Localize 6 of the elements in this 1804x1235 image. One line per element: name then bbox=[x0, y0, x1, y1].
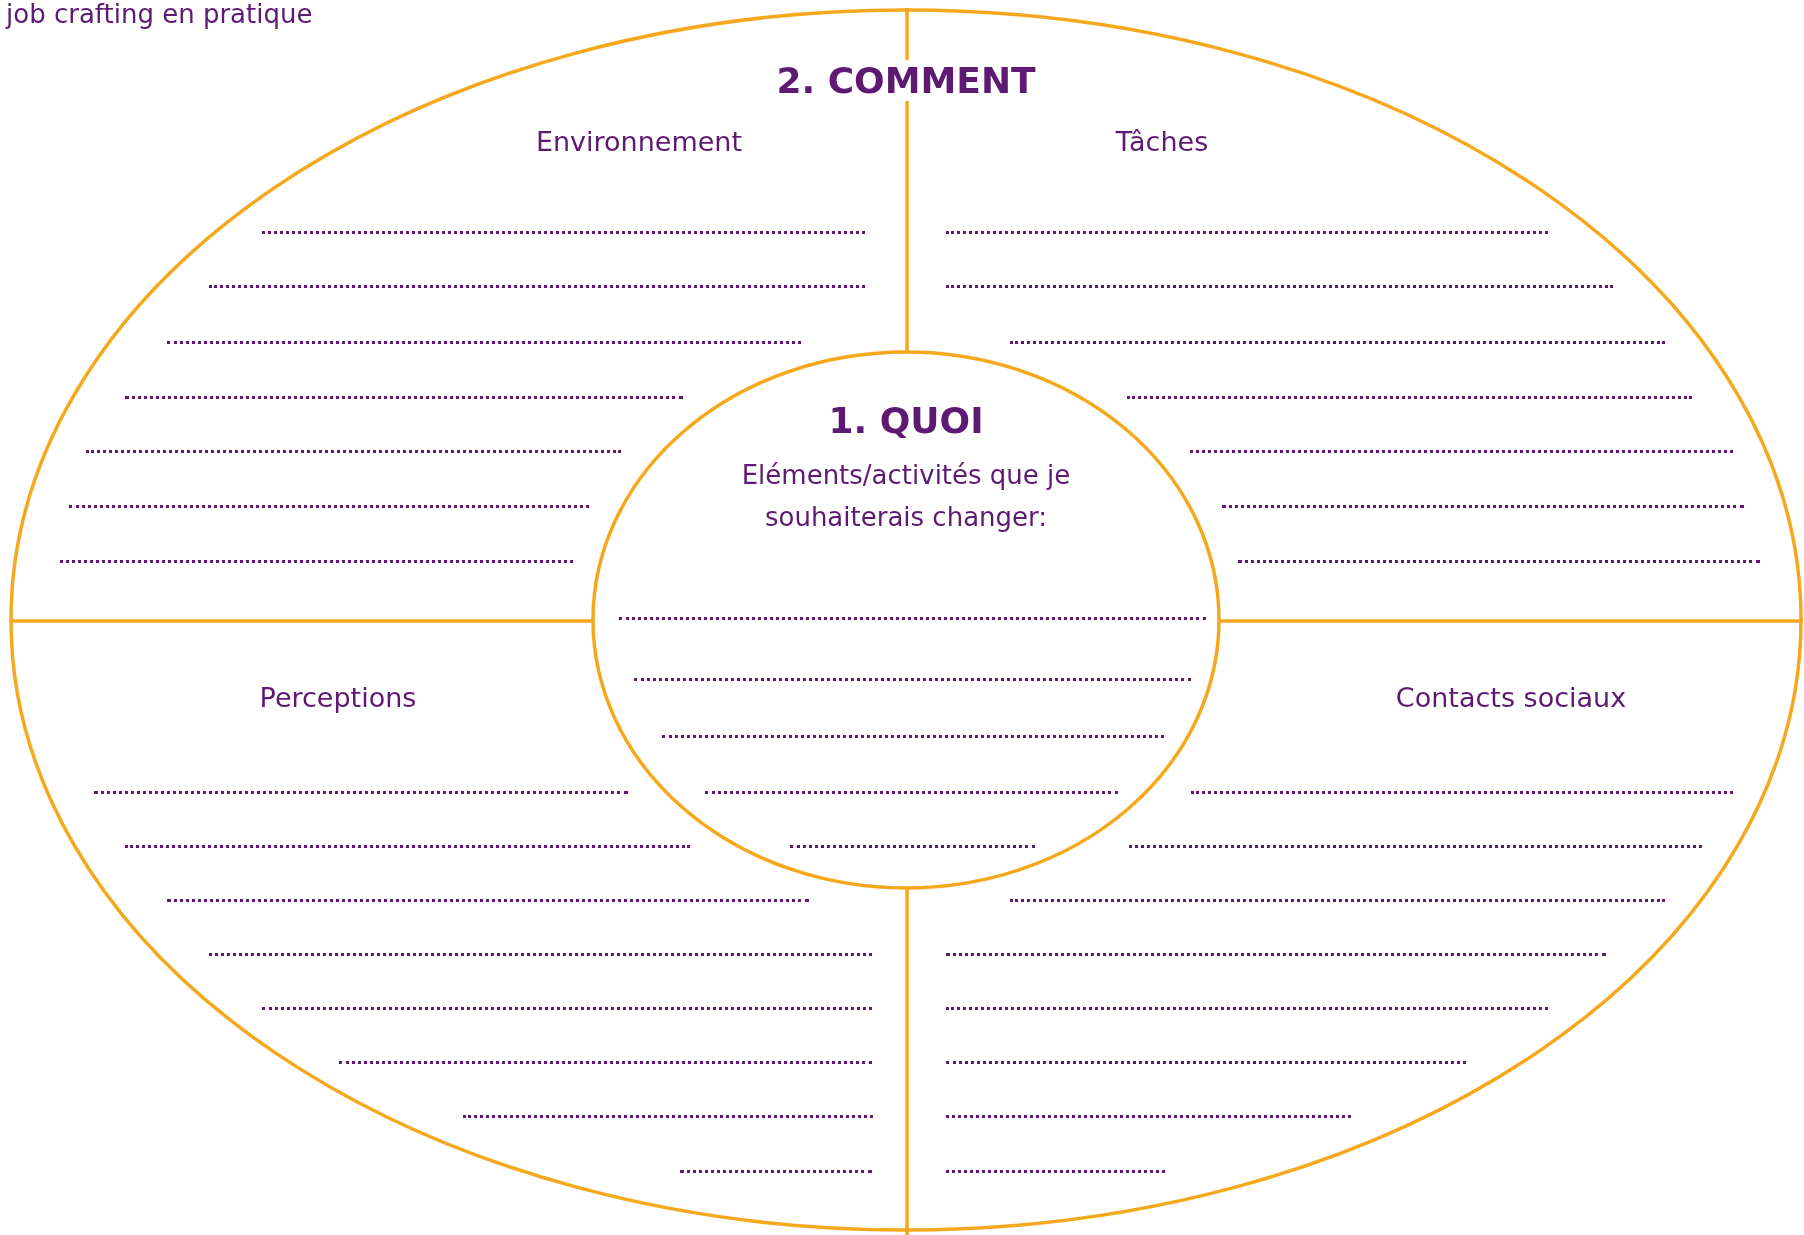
quadrant-label: Perceptions bbox=[259, 682, 417, 713]
page-title: job crafting en pratique bbox=[6, 0, 313, 29]
quadrant-label: Tâches bbox=[1115, 126, 1209, 157]
quadrant-label: Environnement bbox=[535, 126, 743, 157]
prompt-text: Eléments/activités que je souhaiterais changer: bbox=[740, 459, 1072, 534]
quadrant-label: Contacts sociaux bbox=[1395, 682, 1627, 713]
